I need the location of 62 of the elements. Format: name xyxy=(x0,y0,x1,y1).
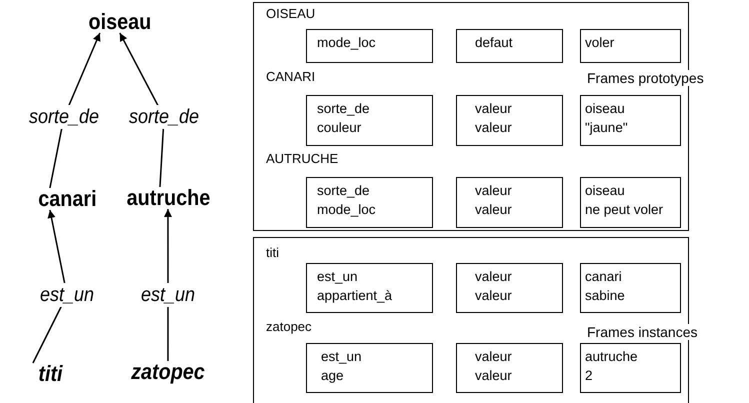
slot-text: oiseau xyxy=(585,182,626,200)
slot-text: defaut xyxy=(475,34,514,52)
slot-text: "jaune" xyxy=(585,119,629,137)
slot-box xyxy=(306,343,433,393)
slot-box xyxy=(580,95,681,146)
frame-name: titi xyxy=(266,246,279,261)
class-label: oiseau xyxy=(88,11,152,33)
panel-title: Frames instances xyxy=(587,324,698,340)
slot-text: mode_loc xyxy=(317,201,377,219)
slot-text: valeur xyxy=(475,182,513,200)
edge-label: sorte_de xyxy=(128,105,200,129)
frame-name: AUTRUCHE xyxy=(266,152,338,167)
arrow xyxy=(49,32,101,188)
edge-label: est_un xyxy=(40,283,94,307)
slot-box xyxy=(306,29,433,63)
class-label: canari xyxy=(38,188,96,210)
slot-text: canari xyxy=(585,268,623,286)
arrow xyxy=(119,32,165,188)
slot-box xyxy=(580,29,681,63)
arrow xyxy=(32,210,68,364)
slot-text: appartient_à xyxy=(317,287,394,305)
slot-text: valeur xyxy=(475,348,513,366)
slot-text: valeur xyxy=(475,287,513,305)
slot-text: est_un xyxy=(317,268,359,286)
slot-text: valeur xyxy=(475,201,513,219)
slot-box xyxy=(306,263,433,313)
slot-text: est_un xyxy=(321,348,363,366)
slot-text: valeur xyxy=(475,100,513,118)
slot-text: ne peut voler xyxy=(585,201,664,219)
slot-box xyxy=(580,177,681,228)
instance-label: titi xyxy=(38,363,62,385)
slot-box xyxy=(456,29,563,63)
slot-text: sabine xyxy=(585,287,626,305)
slot-box xyxy=(580,343,681,393)
slot-text: sorte_de xyxy=(317,100,371,118)
slot-box xyxy=(306,177,433,228)
edge-label: sorte_de xyxy=(28,105,100,129)
slot-box xyxy=(306,95,433,146)
slot-text: valeur xyxy=(475,367,513,385)
slot-box xyxy=(456,177,563,228)
slot-text: sorte_de xyxy=(317,182,371,200)
frame-name: zatopec xyxy=(266,320,312,335)
slot-text: oiseau xyxy=(585,100,626,118)
slot-text: valeur xyxy=(475,268,513,286)
class-label: autruche xyxy=(126,187,210,209)
slot-box xyxy=(456,343,563,393)
frame-name: CANARI xyxy=(266,70,316,85)
slot-text: voler xyxy=(585,34,616,52)
panel-title: Frames prototypes xyxy=(587,70,704,86)
slot-text: autruche xyxy=(585,348,639,366)
slot-text: couleur xyxy=(317,119,362,137)
slot-box xyxy=(580,263,681,313)
instance-label: zatopec xyxy=(131,361,205,383)
slot-text: age xyxy=(321,367,345,385)
slot-text: 2 xyxy=(585,367,594,385)
slot-box xyxy=(456,263,563,313)
slot-text: mode_loc xyxy=(317,34,377,52)
edge-label: est_un xyxy=(140,283,196,307)
frame-name: OISEAU xyxy=(266,7,316,22)
slot-text: valeur xyxy=(475,119,513,137)
arrow xyxy=(164,209,172,361)
slot-box xyxy=(456,95,563,146)
